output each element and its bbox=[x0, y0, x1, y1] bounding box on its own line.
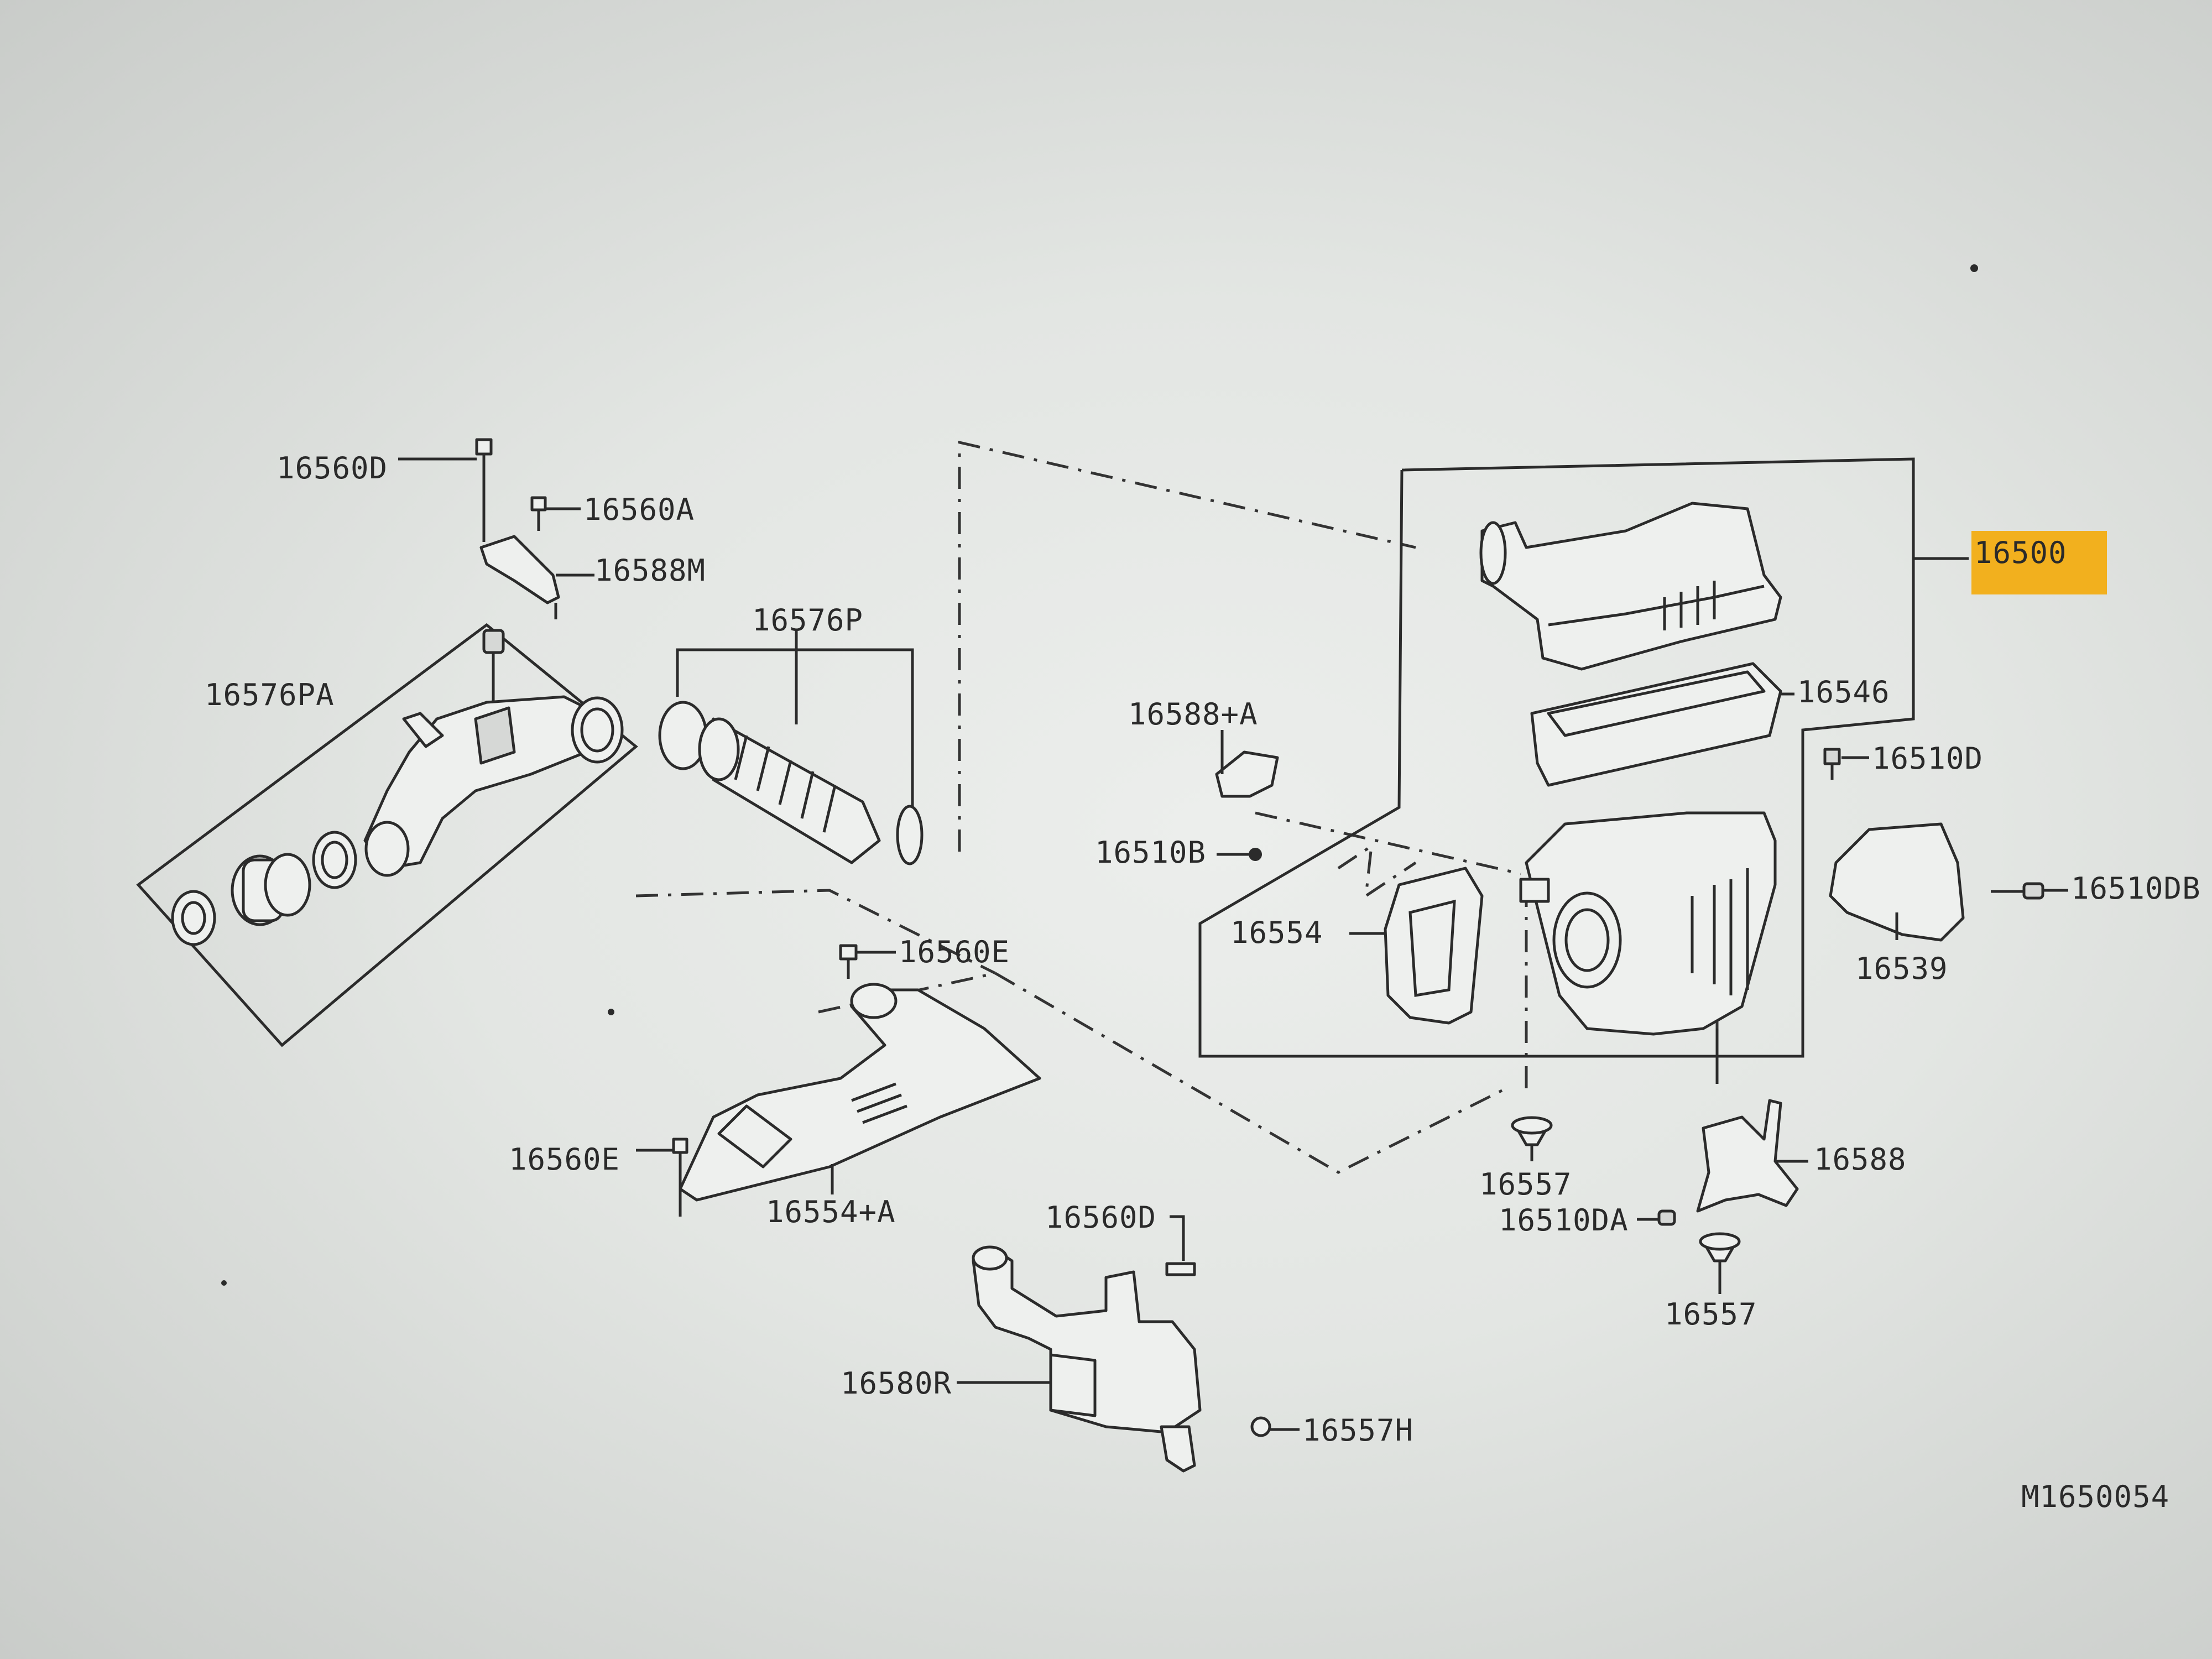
label-16554A: 16554+A bbox=[766, 1194, 896, 1229]
label-16554: 16554 bbox=[1230, 915, 1323, 950]
air-cleaner-lower-case bbox=[1519, 811, 1777, 1084]
assembly-box-16500 bbox=[1198, 457, 2107, 1058]
label-16539: 16539 bbox=[1855, 951, 1948, 986]
highlight-16500 bbox=[1971, 531, 2107, 594]
label-16588A: 16588+A bbox=[1128, 697, 1258, 732]
bracket-16588 bbox=[1696, 1099, 1808, 1213]
duct-16554A bbox=[679, 983, 1041, 1202]
filter-element-16546 bbox=[1530, 662, 1794, 787]
resonator-16554 bbox=[1349, 867, 1484, 1025]
label-16510DB: 16510DB bbox=[2071, 871, 2201, 906]
bolt-16560D-top bbox=[398, 438, 493, 476]
label-16560E-bottom: 16560E bbox=[509, 1142, 620, 1177]
label-16560A: 16560A bbox=[583, 492, 695, 527]
label-16510D: 16510D bbox=[1872, 741, 1983, 776]
label-16557H: 16557H bbox=[1302, 1413, 1413, 1448]
label-16510B: 16510B bbox=[1095, 835, 1206, 870]
bolt-16560D-bottom bbox=[1165, 1215, 1196, 1276]
label-16557-a: 16557 bbox=[1479, 1167, 1572, 1202]
label-16588M: 16588M bbox=[594, 553, 706, 588]
group-16576PA bbox=[136, 623, 638, 1047]
bracket-16588M bbox=[479, 476, 594, 619]
label-16576P: 16576P bbox=[752, 603, 863, 638]
grommet-16510B bbox=[1217, 848, 1262, 861]
air-cleaner-cover bbox=[1479, 502, 1782, 671]
label-16576PA: 16576PA bbox=[205, 677, 335, 712]
label-16580R: 16580R bbox=[841, 1366, 952, 1401]
label-16546: 16546 bbox=[1797, 675, 1890, 709]
bracket-16539 bbox=[1829, 822, 1965, 942]
diagram-code: M1650054 bbox=[2021, 1479, 2169, 1514]
bracket-16588A bbox=[1215, 730, 1279, 798]
mount-16557-a bbox=[1511, 1116, 1553, 1161]
duct-16580R bbox=[957, 1245, 1202, 1473]
label-16588: 16588 bbox=[1814, 1142, 1907, 1177]
bolt-16560A bbox=[530, 496, 581, 531]
label-16500: 16500 bbox=[1974, 535, 2067, 570]
dash-dot-connectors bbox=[635, 440, 1719, 1174]
mount-16557-b bbox=[1699, 1232, 1741, 1294]
stray-marks bbox=[221, 264, 1978, 1286]
label-16560D-top: 16560D bbox=[276, 451, 388, 486]
label-16557-b: 16557 bbox=[1665, 1297, 1757, 1332]
clip-16510D bbox=[1823, 748, 1869, 780]
clip-16510DA bbox=[1637, 1209, 1676, 1226]
grommet-16557H bbox=[1250, 1416, 1300, 1437]
duct-hose-16576P bbox=[658, 630, 924, 865]
label-16510DA: 16510DA bbox=[1499, 1203, 1629, 1238]
part-labels: 16560D 16560A 16588M 16576P 16576PA 1650… bbox=[205, 451, 2201, 1514]
bolt-16560E-top bbox=[839, 944, 896, 979]
clip-16510DB bbox=[1991, 882, 2068, 900]
bolt-16560E-bottom bbox=[636, 1138, 688, 1217]
label-16560D-bottom: 16560D bbox=[1045, 1200, 1156, 1235]
label-16560E-top: 16560E bbox=[899, 935, 1010, 969]
